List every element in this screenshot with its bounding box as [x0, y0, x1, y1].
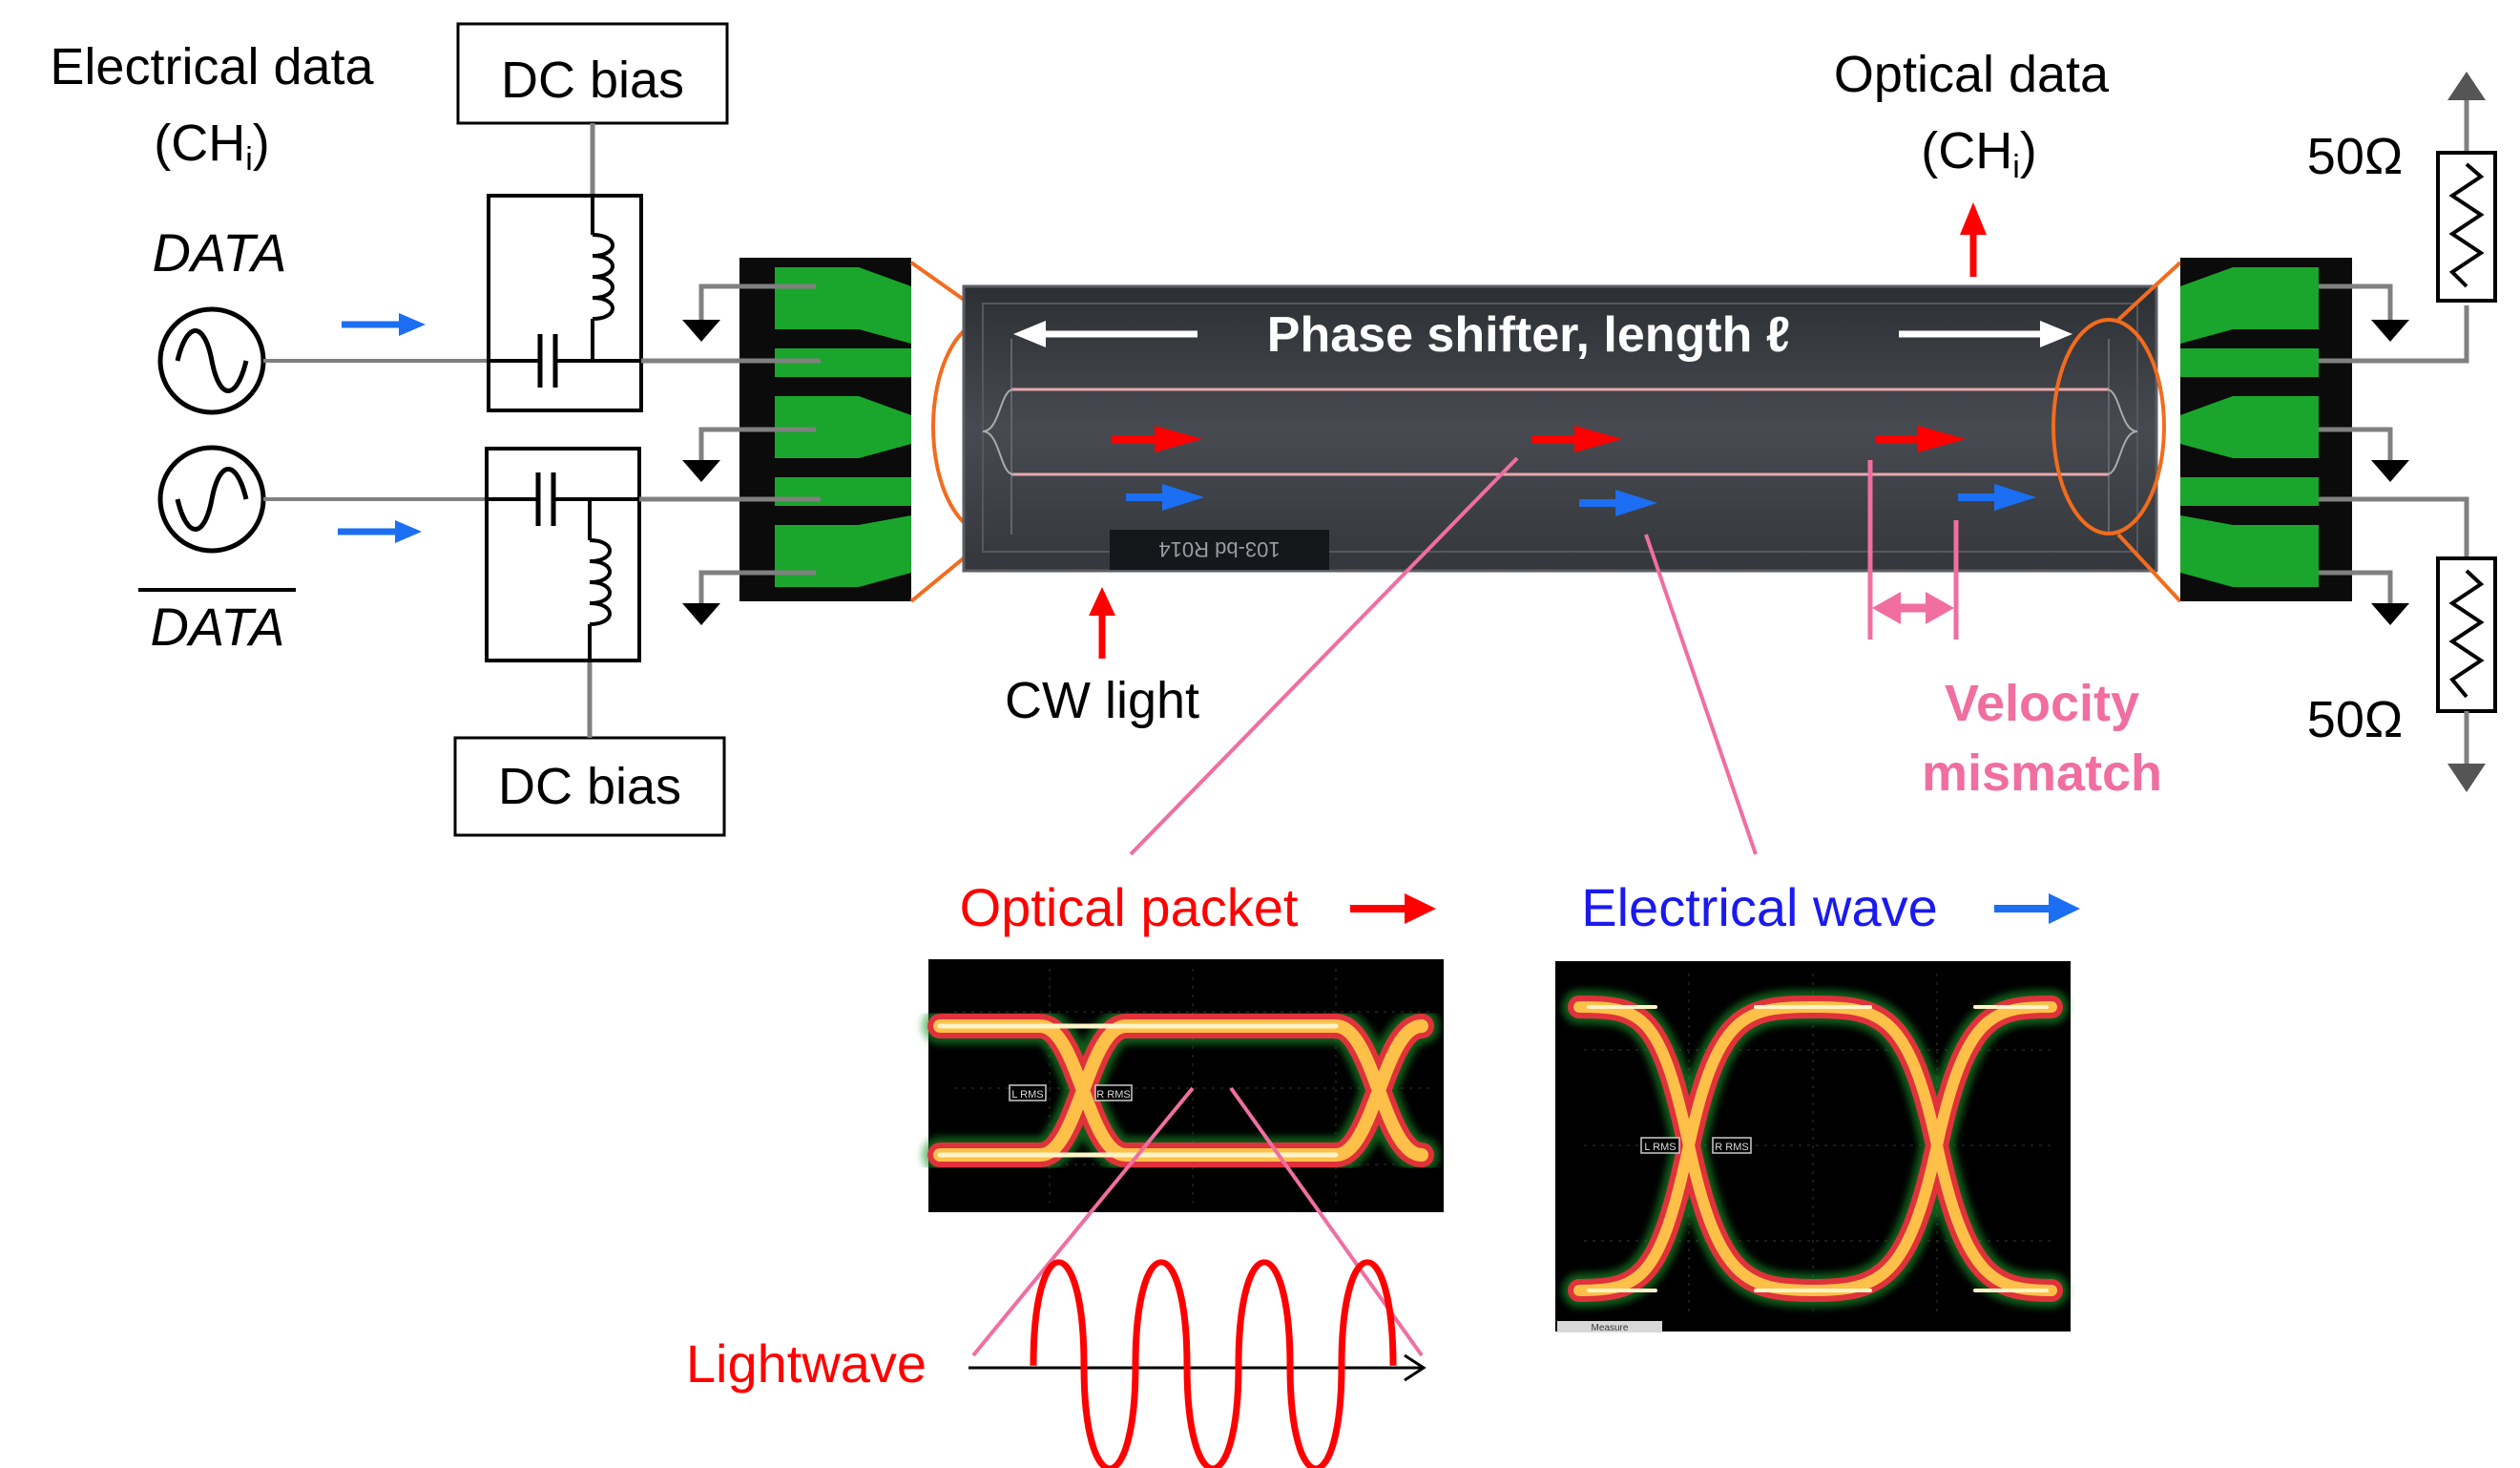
- ground-icon: [682, 320, 720, 342]
- dc-bias-top-label: DC bias: [501, 52, 684, 109]
- ground-icon: [2371, 603, 2409, 625]
- blue-arrow-icon: [338, 520, 422, 543]
- measure-tab: Measure: [1592, 1323, 1629, 1333]
- resistor-top-icon: [2436, 72, 2497, 303]
- resistor-bottom-label: 50Ω: [2307, 691, 2403, 748]
- zoom-lines-right: [2051, 261, 2182, 603]
- optical-data-label: Optical data: [1834, 46, 2110, 103]
- rrms-marker-1: R RMS: [1096, 1089, 1130, 1101]
- lrms-marker-1: L RMS: [1011, 1089, 1043, 1101]
- bias-tee-top: [487, 194, 643, 412]
- electrical-data-label: Electrical data: [50, 38, 374, 95]
- ground-icon: [2371, 320, 2409, 342]
- electrical-eye-diagram: L RMS R RMS Measure: [1555, 961, 2071, 1333]
- phase-shifter-label: Phase shifter, length ℓ: [1267, 307, 1790, 363]
- bias-tee-bottom: [485, 447, 641, 662]
- optical-legend-arrow: [1350, 893, 1436, 924]
- lightwave-label: Lightwave: [686, 1333, 927, 1394]
- data-bar-source-icon: [157, 445, 266, 554]
- chip-marking: 103-bd R014: [1158, 537, 1280, 561]
- lightwave-axis: [968, 1353, 1427, 1382]
- phase-shifter-arrow-right: [1899, 321, 2072, 347]
- resistor-bottom-icon: [2436, 556, 2497, 792]
- optical-output-arrow: [1960, 202, 1987, 277]
- mismatch-label: mismatch: [1922, 744, 2162, 802]
- rrms-marker-2: R RMS: [1715, 1142, 1748, 1153]
- ground-icon: [682, 603, 720, 625]
- data-bar-label: DATA: [150, 597, 284, 657]
- dc-bias-top-box: [456, 22, 729, 125]
- cw-light-label: CW light: [1005, 672, 1199, 729]
- lightwave-icon: [1030, 1259, 1397, 1468]
- data-label: DATA: [152, 222, 286, 283]
- dc-bias-bottom-label: DC bias: [498, 758, 681, 815]
- ground-icon: [682, 460, 720, 482]
- optical-eye-diagram: L RMS R RMS: [922, 959, 1444, 1212]
- optical-ch-label: (CHi): [1921, 122, 2037, 185]
- cw-light-arrow: [1089, 587, 1115, 659]
- phase-shifter-arrow-left: [1013, 321, 1198, 347]
- electrical-legend-arrow: [1994, 893, 2080, 924]
- optical-packet-label: Optical packet: [960, 877, 1299, 937]
- velocity-label: Velocity: [1945, 675, 2139, 732]
- electrical-arrow-icon: [1126, 484, 2036, 516]
- electrical-ch-label: (CHi): [154, 115, 270, 178]
- dc-bias-bottom-box: [453, 736, 726, 837]
- inductor-icon: [592, 233, 614, 321]
- electrical-wave-label: Electrical wave: [1581, 877, 1937, 937]
- inductor-icon: [589, 538, 612, 626]
- data-source-icon: [157, 306, 266, 415]
- ground-icon: [698, 283, 816, 606]
- ground-icon: [2371, 460, 2409, 482]
- resistor-top-label: 50Ω: [2307, 128, 2403, 185]
- optical-arrow-icon: [1112, 426, 1966, 452]
- lrms-marker-2: L RMS: [1644, 1142, 1676, 1153]
- blue-arrow-icon: [342, 313, 426, 336]
